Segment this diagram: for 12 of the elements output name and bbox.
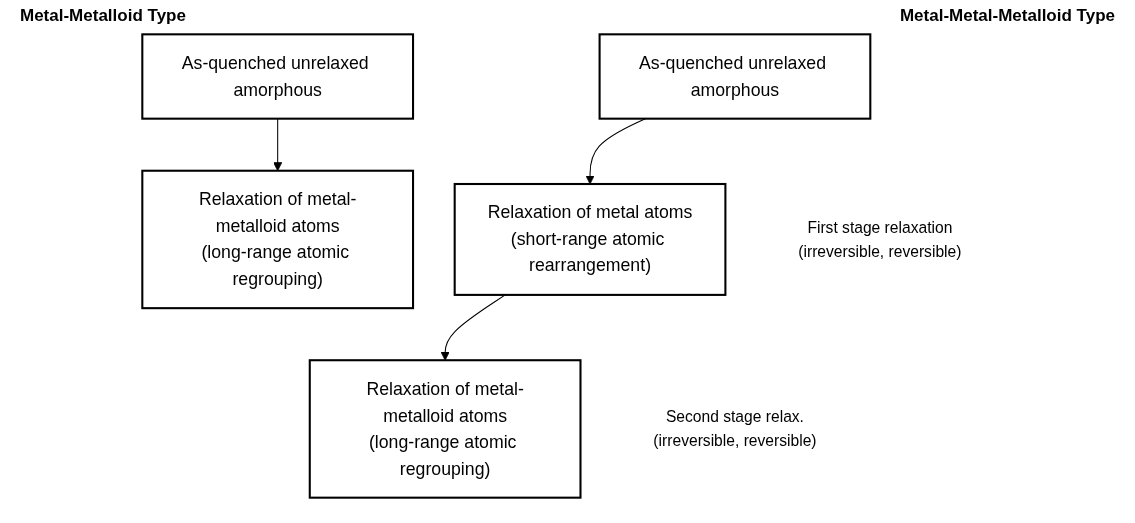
column-heading: Metal-Metal-Metalloid Type: [899, 6, 1115, 26]
node-label: First stage relaxation: [807, 218, 953, 236]
node-box: Relaxation of metal-metalloid atoms (long-range atomic regrouping): [141, 169, 415, 310]
node-label: Second stage relax.: [665, 407, 804, 426]
node-label: (irreversible, reversible): [798, 241, 962, 260]
node-box: Relaxation of metal-metalloid atoms (long-range atomic regrouping): [308, 359, 582, 499]
node-box: Relaxation of metal atoms (short-range atomic rearrangement): [453, 182, 727, 296]
node-label: (irreversible, reversible): [653, 431, 817, 449]
node-box: As-quenched unrelaxed amorphous: [598, 33, 872, 120]
arrow: [440, 294, 506, 361]
column-heading: Metal-Metalloid Type: [20, 6, 186, 26]
node-box: As-quenched unrelaxed amorphous: [141, 33, 415, 120]
